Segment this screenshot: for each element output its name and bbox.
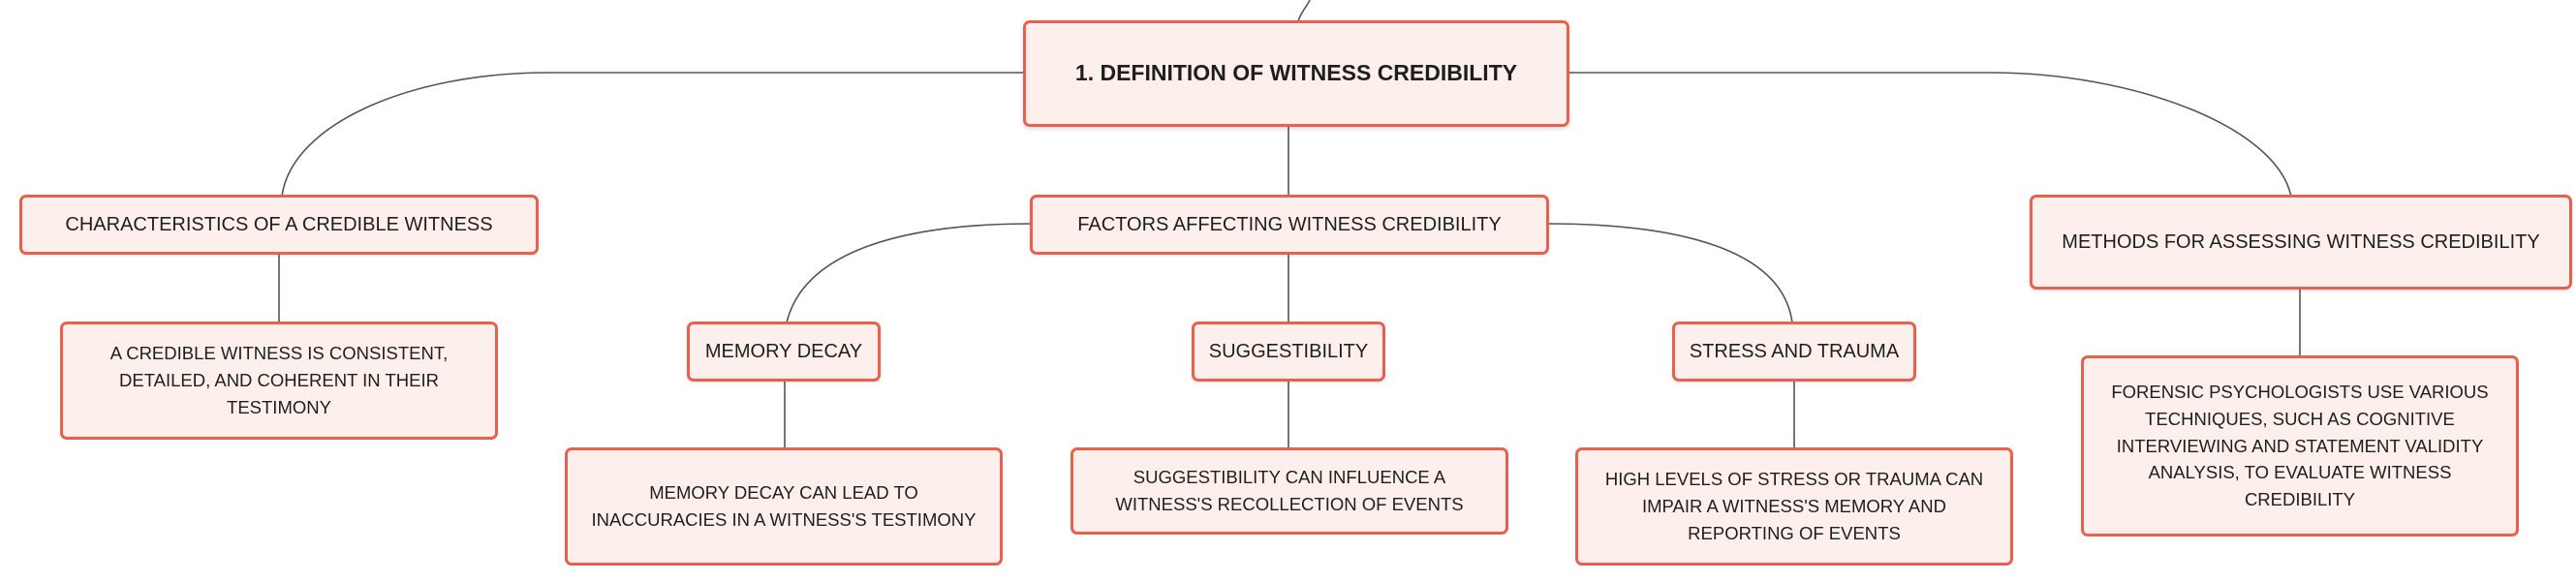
- methods-node[interactable]: Methods for Assessing Witness Credibilit…: [2030, 195, 2572, 290]
- stress-trauma-node[interactable]: Stress and Trauma: [1672, 322, 1916, 382]
- connector-main-to-characteristics: [281, 72, 1027, 198]
- main-topic-node[interactable]: 1. Definition of Witness Credibility: [1023, 20, 1569, 127]
- characteristics-node[interactable]: Characteristics of a Credible Witness: [19, 195, 539, 255]
- characteristics-detail-node[interactable]: A credible witness is consistent, detail…: [60, 322, 498, 440]
- connector-factors-to-memory-decay: [786, 223, 1033, 323]
- suggestibility-detail-node[interactable]: Suggestibility can influence a witness's…: [1071, 447, 1508, 535]
- suggestibility-node[interactable]: Suggestibility: [1192, 322, 1385, 382]
- memory-decay-node[interactable]: Memory Decay: [687, 322, 881, 382]
- connector-parent-to-main: [1297, 0, 1311, 22]
- memory-decay-detail-node[interactable]: Memory decay can lead to inaccuracies in…: [565, 447, 1003, 566]
- methods-detail-node[interactable]: Forensic psychologists use various techn…: [2081, 355, 2519, 537]
- connector-main-to-methods: [1567, 72, 2292, 198]
- stress-trauma-detail-node[interactable]: High levels of stress or trauma can impa…: [1575, 447, 2013, 566]
- connector-factors-to-stress-trauma: [1546, 223, 1793, 323]
- factors-node[interactable]: Factors Affecting Witness Credibility: [1030, 195, 1549, 255]
